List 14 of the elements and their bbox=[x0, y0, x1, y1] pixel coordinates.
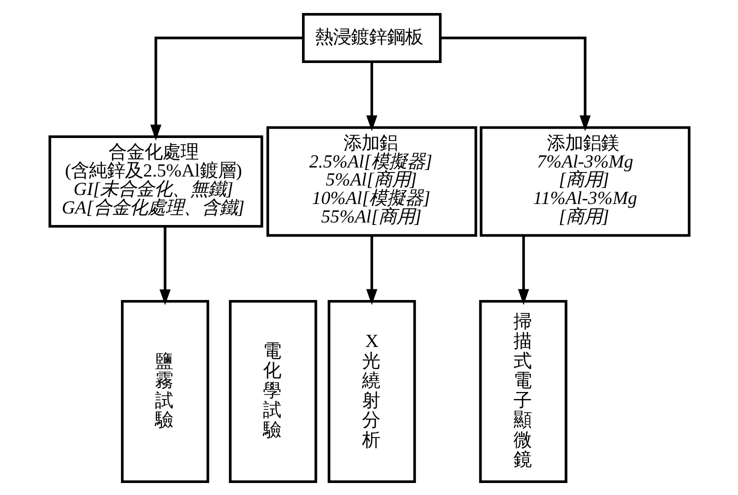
node-box: 合金化處理 (含純鋅及2.5%Al鍍層) GI[未合金化、無鐵] GA[合金化處理、含鐵] bbox=[48, 134, 263, 228]
arrow bbox=[366, 235, 377, 304]
arrow bbox=[159, 226, 170, 305]
arrow bbox=[518, 235, 529, 304]
node-box: 掃描式電子顯微鏡 bbox=[478, 300, 567, 483]
node-box: 鹽霧試驗 bbox=[120, 300, 209, 483]
arrow bbox=[366, 62, 377, 131]
node-box: 添加鋁鎂 7%Al-3%Mg [商用] 11%Al-3%Mg [商用] bbox=[479, 126, 690, 236]
node-box: 添加鋁 2.5%Al[模擬器] 5%Al[商用] 10%Al[模擬器] 55%Al[商用] bbox=[266, 126, 477, 236]
node-box: 熱浸鍍鋅鋼板 bbox=[302, 12, 442, 62]
node-box: X光繞射分析 bbox=[327, 300, 416, 483]
arrow bbox=[150, 36, 302, 140]
node-box: 電化學試驗 bbox=[228, 300, 317, 483]
arrow bbox=[440, 36, 590, 131]
